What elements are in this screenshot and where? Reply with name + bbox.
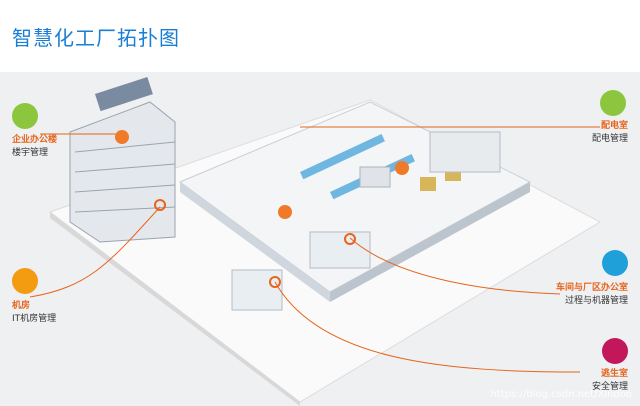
callout-name: 机房 (12, 301, 31, 311)
hotspot-plus[interactable] (395, 161, 409, 175)
floor-line (74, 163, 176, 173)
solar-panels (95, 77, 153, 112)
topology-stage (0, 72, 640, 406)
crate (420, 177, 436, 191)
hotspot-dot[interactable] (269, 276, 281, 288)
hotspot-dot[interactable] (154, 199, 166, 211)
callout-datacenter[interactable]: 机房 IT机房管理 (12, 300, 56, 326)
running-man-icon (602, 338, 628, 364)
callout-name: 企业办公楼 (12, 135, 58, 145)
office-building-front (69, 101, 176, 243)
link-datacenter (29, 206, 161, 298)
factory-scene (29, 77, 602, 406)
link-escape (274, 281, 581, 373)
factory-wall-right (330, 182, 530, 302)
callout-desc: 配电管理 (591, 134, 628, 144)
machine-line-1 (300, 133, 385, 180)
ground-slab-edge (50, 212, 300, 406)
power-room (429, 131, 501, 173)
hotspot-plus[interactable] (115, 130, 129, 144)
floor-line (74, 141, 176, 153)
factory-wall-left (180, 182, 330, 302)
callout-office[interactable]: 企业办公楼 楼宇管理 (12, 134, 57, 160)
hotspot-dot[interactable] (344, 233, 356, 245)
callout-desc: 过程与机器管理 (564, 296, 628, 306)
callout-name: 车间与厂区办公室 (555, 283, 628, 293)
callout-power[interactable]: 配电室 配电管理 (592, 120, 628, 146)
callout-escape[interactable]: 逃生室 安全管理 (592, 368, 628, 394)
hotspot-plus[interactable] (278, 205, 292, 219)
factory-icon (602, 250, 628, 276)
escape-room (231, 269, 283, 311)
floor-line (74, 206, 176, 213)
callout-desc: IT机房管理 (12, 314, 57, 324)
building-icon (12, 103, 38, 129)
callout-desc: 楼宇管理 (12, 148, 49, 158)
office-room (309, 231, 371, 269)
server-room-icon (12, 268, 38, 294)
callout-name: 逃生室 (600, 369, 628, 379)
callout-workshop[interactable]: 车间与厂区办公室 过程与机器管理 (556, 282, 628, 308)
watermark: https://blog.csdn.net/Xindoo (490, 389, 632, 400)
link-workshop (349, 237, 561, 295)
power-plug-icon (600, 90, 626, 116)
floor-line (74, 184, 176, 193)
callout-name: 配电室 (600, 121, 628, 131)
server-racks (359, 166, 391, 188)
callout-desc: 安全管理 (591, 382, 628, 392)
page-title: 智慧化工厂拓扑图 (12, 26, 180, 50)
